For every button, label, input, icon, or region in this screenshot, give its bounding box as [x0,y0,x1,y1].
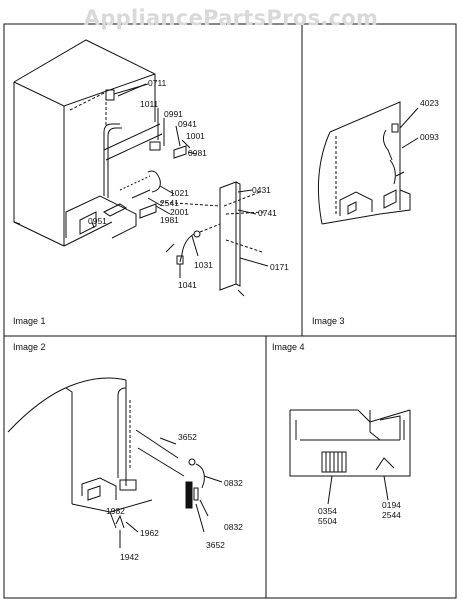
part-number-label: 2544 [382,510,401,520]
image2-illustration [8,378,222,548]
part-number-label: 0354 [318,506,337,516]
part-number-label: 1942 [120,552,139,562]
image4-label: Image 4 [272,342,305,352]
image3-label: Image 3 [312,316,345,326]
watermark: AppliancePartsPros.com [83,6,379,30]
part-number-label: 1962 [140,528,159,538]
part-number-label: 1982 [106,506,125,516]
part-number-label: 0711 [148,78,167,88]
part-number-label: 0194 [382,500,401,510]
part-number-label: 0991 [164,109,183,119]
panel-borders [4,24,456,598]
image3-illustration [318,102,418,224]
image4-illustration [290,410,410,504]
part-number-label: 5504 [318,516,337,526]
part-number-label: 2541 [160,198,179,208]
part-number-label: 0093 [420,132,439,142]
part-number-label: 0832 [224,522,243,532]
image1-label: Image 1 [13,316,46,326]
part-number-label: 0741 [258,208,277,218]
part-number-label: 1011 [140,99,159,109]
part-number-label: 1041 [178,280,197,290]
part-number-label: 1021 [170,188,189,198]
part-number-label: 1981 [160,215,179,225]
part-number-label: 0431 [252,185,271,195]
part-number-label: 1001 [186,131,205,141]
part-number-label: 0951 [88,216,107,226]
part-number-label: 2001 [170,207,189,217]
part-number-label: 0832 [224,478,243,488]
part-number-label: 0171 [270,262,289,272]
image2-label: Image 2 [13,342,46,352]
part-number-label: 0941 [178,119,197,129]
part-number-label: 0981 [188,148,207,158]
part-number-label: 4023 [420,98,439,108]
part-number-label: 1031 [194,260,213,270]
image1-illustration [14,40,268,296]
part-number-label: 3652 [206,540,225,550]
part-number-label: 3652 [178,432,197,442]
